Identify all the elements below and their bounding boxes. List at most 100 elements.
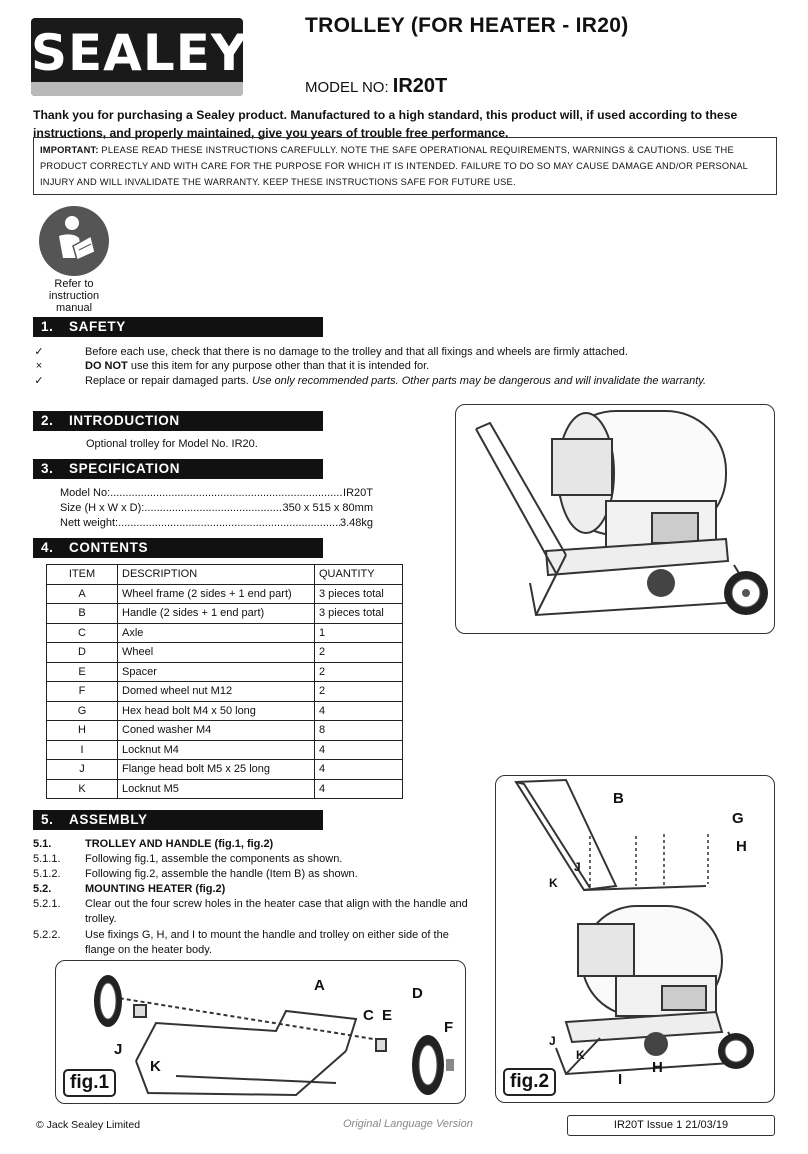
section-number: 4. <box>41 540 54 555</box>
cell-item: G <box>46 700 118 721</box>
cell-quantity: 4 <box>314 778 403 799</box>
fig1-label: fig.1 <box>63 1069 117 1097</box>
spec-row: Nett weight: 3.48kg <box>60 517 373 529</box>
step-text: Following fig.1, assemble the components… <box>85 853 343 865</box>
section-number: 5. <box>41 812 54 827</box>
logo-text: SEALEY <box>31 24 249 82</box>
header-description: DESCRIPTION <box>117 564 315 585</box>
spec-leader <box>144 502 282 514</box>
cell-item: F <box>46 681 118 702</box>
cell-quantity: 8 <box>314 720 403 741</box>
cell-quantity: 1 <box>314 622 403 643</box>
cell-item: H <box>46 720 118 741</box>
figure-1-drawing <box>94 975 454 1097</box>
section-title: ASSEMBLY <box>69 812 148 827</box>
model-value: IR20T <box>392 75 448 97</box>
spec-label: Nett weight: <box>60 517 119 529</box>
cell-item: C <box>46 622 118 643</box>
model-number: MODEL NO: IR20T <box>305 75 447 98</box>
cell-item: J <box>46 759 118 780</box>
section-safety: 1.SAFETY <box>33 317 323 337</box>
important-text: PLEASE READ THESE INSTRUCTIONS CAREFULLY… <box>40 145 748 187</box>
spec-leader <box>118 517 340 529</box>
cell-quantity: 3 pieces total <box>314 603 403 624</box>
section-number: 3. <box>41 461 54 476</box>
fig2-letter-k-lower: K <box>576 1048 585 1062</box>
check-icon: ✓ <box>34 375 44 387</box>
fig1-letter-c: C <box>363 1007 374 1024</box>
document-title: TROLLEY (FOR HEATER - IR20) <box>305 14 629 37</box>
important-label: IMPORTANT: <box>40 145 99 155</box>
footer-version: Original Language Version <box>343 1118 473 1130</box>
fig2-label: fig.2 <box>503 1068 557 1096</box>
safety-bold: DO NOT <box>85 360 128 372</box>
step-number: 5.2.1. <box>33 898 61 910</box>
step-text: Use fixings G, H, and I to mount the han… <box>85 929 449 956</box>
spec-value: IR20T <box>343 487 373 499</box>
safety-text: Replace or repair damaged parts. Use onl… <box>85 374 715 389</box>
spec-value: 3.48kg <box>339 517 373 529</box>
table-header-row: ITEM DESCRIPTION QUANTITY <box>46 564 403 585</box>
section-title: INTRODUCTION <box>69 413 180 428</box>
safety-text: Before each use, check that there is no … <box>85 346 628 358</box>
cross-icon: × <box>35 360 43 372</box>
safety-text: DO NOT use this item for any purpose oth… <box>85 359 715 374</box>
cell-quantity: 2 <box>314 681 403 702</box>
step-number: 5.2. <box>33 883 52 895</box>
spec-label: Size (H x W x D): <box>60 502 145 514</box>
fig2-letter-j-lower: J <box>549 1034 556 1048</box>
fig2-letter-j: J <box>574 860 581 874</box>
step-text: MOUNTING HEATER (fig.2) <box>85 883 226 895</box>
fig1-letter-j: J <box>114 1041 123 1058</box>
spec-row: Model No: IR20T <box>60 487 373 499</box>
footer-copyright: © Jack Sealey Limited <box>36 1119 141 1131</box>
logo-bar <box>31 82 243 96</box>
cell-description: Spacer <box>117 661 315 682</box>
step-number: 5.1.1. <box>33 853 61 865</box>
sealey-logo: SEALEY <box>31 18 249 96</box>
fig2-letter-i: I <box>618 1071 623 1088</box>
cell-quantity: 4 <box>314 759 403 780</box>
step-number: 5.2.2. <box>33 929 61 941</box>
cell-description: Wheel frame (2 sides + 1 end part) <box>117 583 315 604</box>
cell-description: Coned washer M4 <box>117 720 315 741</box>
fig2-letter-b: B <box>613 790 624 807</box>
spec-leader <box>110 487 343 499</box>
spec-value: 350 x 515 x 80mm <box>282 502 374 514</box>
cell-item: B <box>46 603 118 624</box>
step-text: Clear out the four screw holes in the he… <box>85 898 468 925</box>
cell-item: E <box>46 661 118 682</box>
header-quantity: QUANTITY <box>314 564 403 585</box>
cell-quantity: 4 <box>314 739 403 760</box>
fig1-letter-d: D <box>412 985 423 1002</box>
fig2-letter-h: H <box>736 838 747 855</box>
intro-text: Thank you for purchasing a Sealey produc… <box>33 108 738 140</box>
cell-item: A <box>46 583 118 604</box>
section-number: 2. <box>41 413 54 428</box>
figure-2-drawing <box>514 778 754 1076</box>
header-item: ITEM <box>46 564 118 585</box>
spec-row: Size (H x W x D): 350 x 515 x 80mm <box>60 502 373 514</box>
cell-description: Handle (2 sides + 1 end part) <box>117 603 315 624</box>
cell-quantity: 2 <box>314 642 403 663</box>
step-text: Following fig.2, assemble the handle (It… <box>85 868 358 880</box>
cell-quantity: 3 pieces total <box>314 583 403 604</box>
check-icon: ✓ <box>34 346 44 358</box>
figure-2: B G H J K J K H I fig.2 <box>495 775 775 1103</box>
fig2-letter-k: K <box>549 876 558 890</box>
introduction-text: Optional trolley for Model No. IR20. <box>86 438 258 450</box>
read-manual-icon <box>39 206 109 276</box>
cell-item: I <box>46 739 118 760</box>
important-notice: IMPORTANT: PLEASE READ THESE INSTRUCTION… <box>33 137 777 195</box>
cell-item: D <box>46 642 118 663</box>
cell-description: Domed wheel nut M12 <box>117 681 315 702</box>
model-label: MODEL NO: <box>305 79 393 96</box>
fig1-letter-f: F <box>444 1019 454 1036</box>
